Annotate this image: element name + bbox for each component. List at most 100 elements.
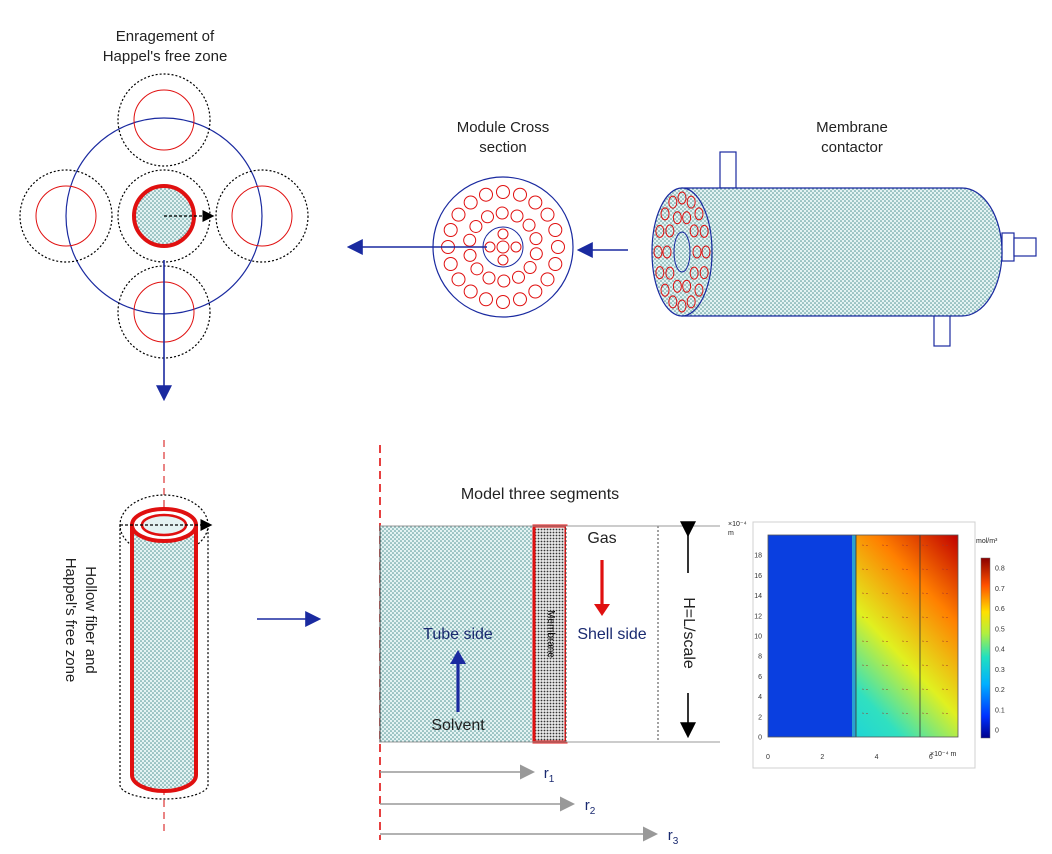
module-cross-section (346, 176, 574, 318)
solvent-label: Solvent (431, 717, 485, 734)
y-tick-label: 2 (758, 714, 762, 721)
end-fiber (689, 224, 699, 238)
end-fiber (672, 279, 682, 293)
module-title-line1: Module Cross (456, 119, 550, 136)
plot-x-exponent: ×10⁻⁴ m (930, 751, 957, 758)
section-fiber (510, 209, 524, 223)
flow-arrow (881, 592, 891, 595)
colorbar-tick-label: 0.5 (995, 626, 1005, 633)
section-fiber (451, 207, 466, 222)
section-fiber (512, 187, 527, 202)
section-fiber (463, 284, 478, 299)
y-tick-label: 10 (754, 634, 762, 641)
section-fiber (495, 206, 509, 220)
end-fiber (662, 245, 672, 259)
colorbar-tick-label: 0.6 (995, 606, 1005, 613)
section-fiber (529, 247, 543, 261)
flow-arrow (861, 616, 871, 619)
r2-symbol: r (584, 797, 590, 814)
end-fiber (665, 266, 675, 280)
flow-arrow (901, 640, 911, 643)
y-tick-label: 8 (758, 654, 762, 661)
r2-label: r2 (578, 796, 602, 822)
hollow-title-line1: Hollow fiber and (82, 566, 99, 674)
end-fiber (699, 266, 709, 280)
end-fiber (672, 211, 682, 225)
flow-arrow (941, 712, 951, 715)
section-fiber (470, 262, 484, 276)
contactor-title-line2: contactor (821, 139, 883, 156)
section-fiber (551, 240, 565, 254)
section-fiber (496, 295, 510, 309)
hollow-fiber-title: Hollow fiber and Happel's free zone (60, 500, 100, 740)
end-fiber (665, 224, 675, 238)
flow-arrow (941, 688, 951, 691)
flow-arrow (881, 616, 891, 619)
r2-subscript: 2 (589, 806, 596, 817)
gas-label: Gas (587, 530, 617, 547)
flow-arrow (921, 688, 931, 691)
end-fiber (655, 224, 665, 238)
flow-arrow (941, 592, 951, 595)
end-fiber (682, 211, 692, 225)
solvent-arrow (450, 650, 466, 664)
end-fiber (653, 245, 663, 259)
flow-arrow (881, 664, 891, 667)
section-fiber (528, 195, 543, 210)
r3-label: r3 (661, 826, 685, 852)
flow-arrow (861, 712, 871, 715)
flow-arrow (901, 568, 911, 571)
section-fiber (463, 195, 478, 210)
flow-arrow (941, 544, 951, 547)
colorbar-tick-label: 0.4 (995, 647, 1005, 654)
colorbar-tick-label: 0 (995, 728, 999, 735)
flow-arrow (901, 544, 911, 547)
section-fiber (443, 256, 458, 271)
shell-side-region (565, 525, 659, 743)
end-fiber (694, 283, 704, 297)
happel-zone-enlargement (19, 73, 309, 402)
flow-arrow (901, 712, 911, 715)
model-title: Model three segments (460, 486, 620, 503)
flow-arrow (921, 712, 931, 715)
flow-arrow (901, 688, 911, 691)
colorbar-tick-label: 0.1 (995, 707, 1005, 714)
end-fiber (686, 295, 696, 309)
y-tick-label: 16 (754, 573, 762, 580)
x-tick-label: 2 (820, 754, 824, 761)
end-fiber (660, 207, 670, 221)
section-fiber (479, 292, 494, 307)
section-fiber (479, 187, 494, 202)
plot-y-unit: m (728, 530, 734, 537)
flow-arrow (941, 568, 951, 571)
end-fiber (660, 283, 670, 297)
flow-arrow (881, 712, 891, 715)
y-tick-label: 0 (758, 735, 762, 742)
section-fiber (463, 248, 477, 262)
module-title: Module Cross section (413, 118, 593, 158)
end-fiber (701, 245, 711, 259)
section-fiber (497, 228, 509, 240)
section-fiber (443, 223, 458, 238)
end-fiber (677, 191, 687, 205)
flow-arrow (861, 568, 871, 571)
r1-symbol: r (543, 765, 549, 782)
tube-side-label: Tube side (423, 626, 493, 643)
hollow-fiber (119, 440, 213, 835)
y-tick-label: 6 (758, 674, 762, 681)
section-fiber (540, 207, 555, 222)
enlargement-title-line2: Happel's free zone (102, 48, 228, 65)
flow-arrow (921, 664, 931, 667)
colorbar-tick-label: 0.2 (995, 687, 1005, 694)
hollow-title-line2: Happel's free zone (62, 557, 79, 683)
section-fiber (497, 274, 511, 288)
section-fiber (548, 223, 563, 238)
section-fiber (512, 292, 527, 307)
flow-arrow (921, 640, 931, 643)
end-fiber (692, 245, 702, 259)
plot-y-exponent-value: ×10⁻⁴ (728, 521, 747, 528)
contactor-title: Membrane contactor (772, 118, 932, 158)
plot-y-exponent: ×10⁻⁴ m (728, 520, 758, 538)
colorbar-tick-label: 0.3 (995, 667, 1005, 674)
